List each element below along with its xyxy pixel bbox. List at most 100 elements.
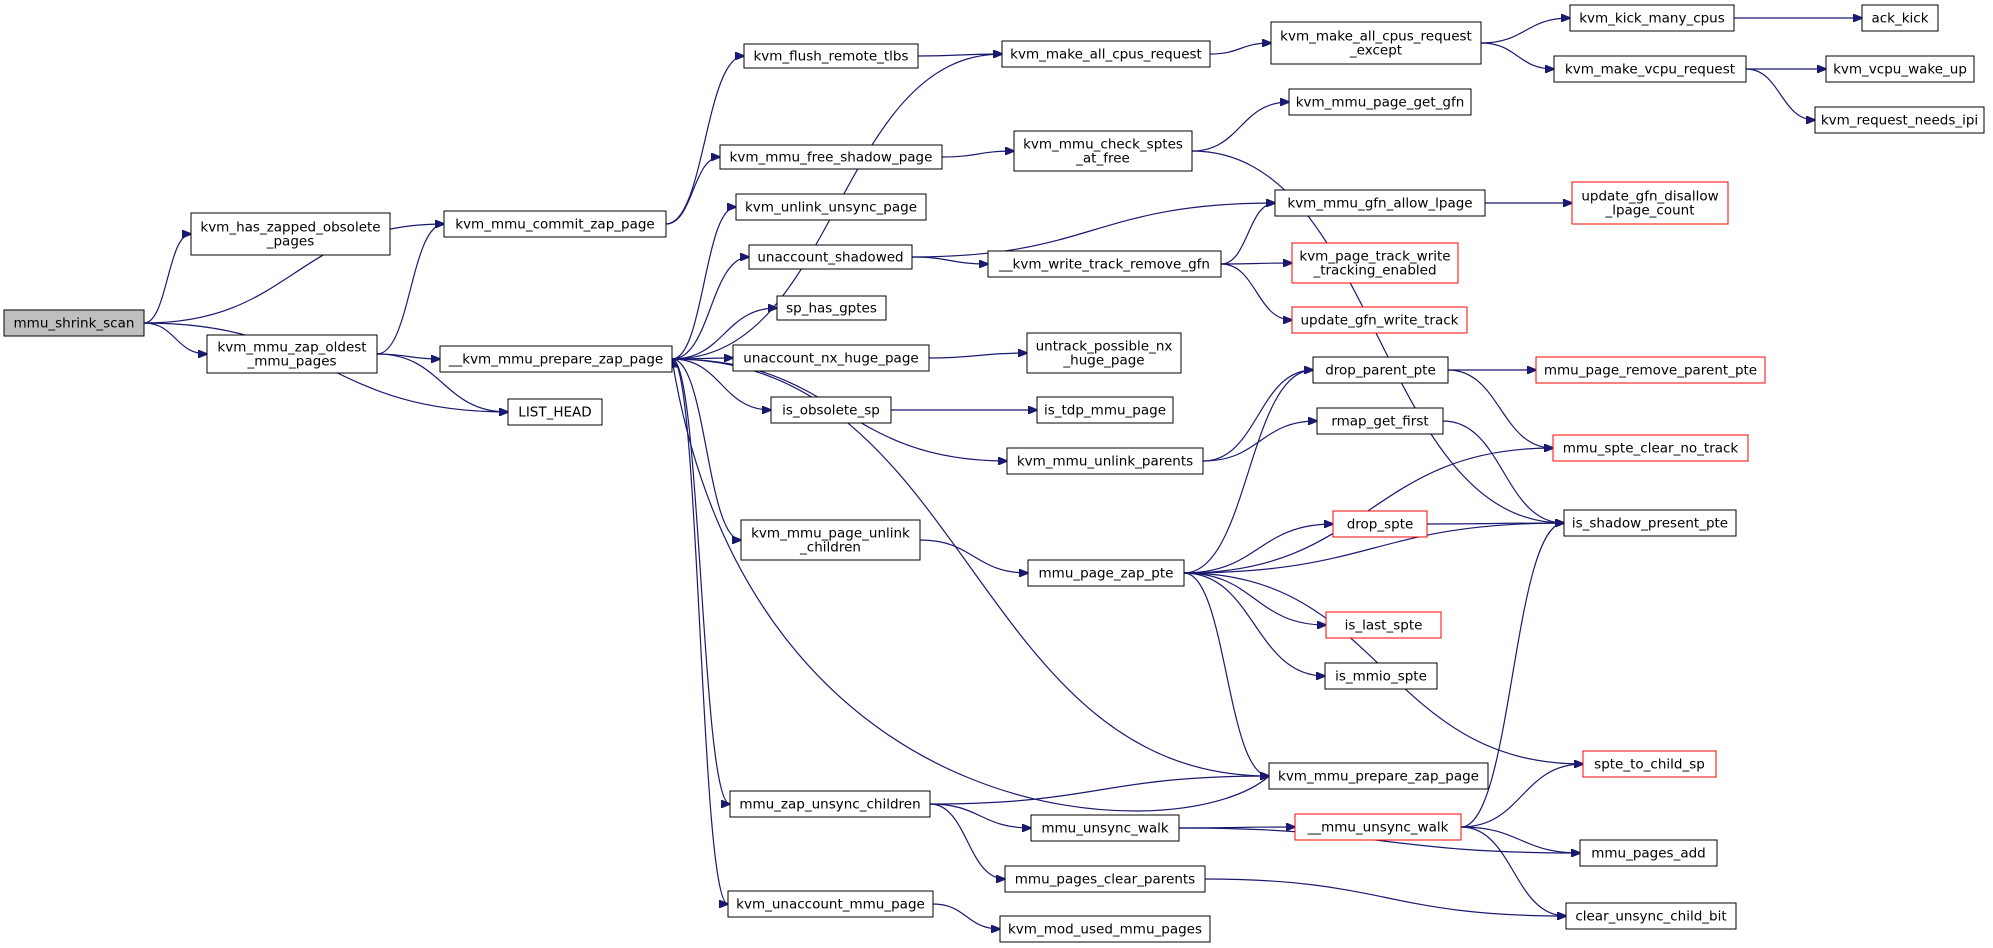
node-label: sp_has_gptes [786,301,877,317]
node-kvm_mmu_check_sptes_at_free[interactable]: kvm_mmu_check_sptes_at_free [1013,130,1193,172]
node-kvm_unlink_unsync_page[interactable]: kvm_unlink_unsync_page [735,193,927,221]
node-box [1563,509,1737,537]
node-unaccount_shadowed[interactable]: unaccount_shadowed [748,244,913,270]
node-box [1268,762,1489,790]
node-spte_to_child_sp[interactable]: spte_to_child_sp [1582,750,1717,778]
node-mmu_page_remove_parent_pte[interactable]: mmu_page_remove_parent_pte [1535,356,1766,384]
node-unaccount_nx_huge_page[interactable]: unaccount_nx_huge_page [732,344,930,372]
node-untrack_possible_nx_huge_page[interactable]: untrack_possible_nx_huge_page [1026,332,1182,374]
node-box [770,396,892,424]
node-kvm_make_vcpu_request[interactable]: kvm_make_vcpu_request [1553,55,1747,83]
node-mmu_pages_clear_parents[interactable]: mmu_pages_clear_parents [1004,865,1206,893]
node-is_shadow_present_pte[interactable]: is_shadow_present_pte [1563,509,1737,537]
node-label: unaccount_shadowed [757,250,903,266]
node-mmu_unsync_walk[interactable]: mmu_unsync_walk [1030,814,1180,842]
node-label: kvm_mmu_page_unlink [751,526,910,542]
node-label: kvm_flush_remote_tlbs [753,49,908,65]
node-sp_has_gptes[interactable]: sp_has_gptes [776,295,887,321]
node-box [3,309,145,337]
node-box [1030,814,1180,842]
node-label: _mmu_pages [246,354,336,370]
node-label: kvm_mmu_gfn_allow_lpage [1287,196,1472,212]
node-kvm_mmu_gfn_allow_lpage[interactable]: kvm_mmu_gfn_allow_lpage [1274,189,1486,217]
node-kvm_mmu_unlink_parents[interactable]: kvm_mmu_unlink_parents [1006,447,1204,475]
node-box [735,193,927,221]
node-kvm_page_track_write_tracking_enabled[interactable]: kvm_page_track_write_tracking_enabled [1291,242,1459,284]
node-drop_parent_pte[interactable]: drop_parent_pte [1312,356,1449,384]
node-kvm_mmu_commit_zap_page[interactable]: kvm_mmu_commit_zap_page [443,210,667,238]
node-box [1861,4,1939,32]
node-is_obsolete_sp[interactable]: is_obsolete_sp [770,396,892,424]
node-mmu_shrink_scan[interactable]: mmu_shrink_scan [3,309,145,337]
node-kvm_mmu_prepare_zap_page[interactable]: kvm_mmu_prepare_zap_page [1268,762,1489,790]
node-update_gfn_write_track[interactable]: update_gfn_write_track [1291,306,1468,334]
node-kvm_mmu_free_shadow_page[interactable]: kvm_mmu_free_shadow_page [719,144,943,170]
node-kvm_make_all_cpus_request_except[interactable]: kvm_make_all_cpus_request_except [1270,21,1482,65]
node-label: is_last_spte [1345,618,1423,634]
node-label: mmu_unsync_walk [1041,821,1169,837]
node-box [1294,813,1462,841]
edge-mmu_pages_clear_parents-to-clear_unsync_child_bit [1204,878,1566,916]
node-label: is_shadow_present_pte [1572,516,1728,532]
edge-mmu_page_zap_pte-to-drop_spte [1183,524,1333,574]
node-is_tdp_mmu_page[interactable]: is_tdp_mmu_page [1036,396,1174,424]
node-kvm_unaccount_mmu_page[interactable]: kvm_unaccount_mmu_page [727,890,934,918]
edge-mmu_page_zap_pte-to-is_shadow_present_pte [1183,523,1564,574]
edge-kvm_make_vcpu_request-to-kvm_request_needs_ipi [1745,68,1815,120]
node-box [1552,434,1749,462]
node-box [727,890,934,918]
node-label: kvm_make_all_cpus_request [1010,47,1202,63]
node-mmu_page_zap_pte[interactable]: mmu_page_zap_pte [1027,559,1185,587]
node-box [729,790,931,818]
node-label: mmu_pages_add [1591,846,1706,862]
node-LIST_HEAD[interactable]: LIST_HEAD [507,398,603,426]
edge-kvm_mmu_check_sptes_at_free-to-is_shadow_present_pte [1191,150,1564,523]
node-kvm_mmu_page_unlink_children[interactable]: kvm_mmu_page_unlink_children [740,519,921,561]
node-mmu_pages_add[interactable]: mmu_pages_add [1579,839,1718,867]
node-ack_kick[interactable]: ack_kick [1861,4,1939,32]
node-kvm_kick_many_cpus[interactable]: kvm_kick_many_cpus [1569,4,1735,32]
node-kvm_mmu_zap_oldest_mmu_pages[interactable]: kvm_mmu_zap_oldest_mmu_pages [206,334,378,374]
node-mmu_zap_unsync_children[interactable]: mmu_zap_unsync_children [729,790,931,818]
node-kvm_has_zapped_obsolete_pages[interactable]: kvm_has_zapped_obsolete_pages [190,212,391,256]
node-kvm_request_needs_ipi[interactable]: kvm_request_needs_ipi [1814,106,1985,134]
edge-__kvm_mmu_prepare_zap_page-to-mmu_zap_unsync_children [671,358,730,804]
node-drop_spte[interactable]: drop_spte [1332,510,1428,538]
edge-mmu_shrink_scan-to-kvm_mmu_zap_oldest_mmu_pages [143,322,207,354]
node-label: kvm_make_all_cpus_request [1280,29,1472,45]
node-kvm_flush_remote_tlbs[interactable]: kvm_flush_remote_tlbs [743,43,919,69]
node-box [1332,510,1428,538]
edge-kvm_make_all_cpus_request_except-to-kvm_kick_many_cpus [1480,18,1570,44]
node-is_last_spte[interactable]: is_last_spte [1325,611,1442,639]
edge-unaccount_nx_huge_page-to-untrack_possible_nx_huge_page [928,353,1027,359]
node-box [1814,106,1985,134]
edge-__kvm_write_track_remove_gfn-to-update_gfn_write_track [1220,263,1292,320]
node-kvm_mmu_page_get_gfn[interactable]: kvm_mmu_page_get_gfn [1288,88,1472,116]
node-label: kvm_mmu_unlink_parents [1017,454,1193,470]
edge-mmu_zap_unsync_children-to-mmu_unsync_walk [929,803,1031,828]
node-rmap_get_first[interactable]: rmap_get_first [1316,407,1444,435]
node-kvm_mod_used_mmu_pages[interactable]: kvm_mod_used_mmu_pages [999,915,1211,943]
node-box [1288,88,1472,116]
node-is_mmio_spte[interactable]: is_mmio_spte [1324,662,1438,690]
node-label: kvm_kick_many_cpus [1579,11,1725,27]
node-label: kvm_unaccount_mmu_page [736,897,925,913]
edge-drop_parent_pte-to-mmu_spte_clear_no_track [1447,369,1553,448]
node-kvm_vcpu_wake_up[interactable]: kvm_vcpu_wake_up [1825,55,1975,83]
node-__kvm_mmu_prepare_zap_page[interactable]: __kvm_mmu_prepare_zap_page [439,345,673,373]
node-mmu_spte_clear_no_track[interactable]: mmu_spte_clear_no_track [1552,434,1749,462]
node-clear_unsync_child_bit[interactable]: clear_unsync_child_bit [1565,902,1737,930]
node-kvm_make_all_cpus_request[interactable]: kvm_make_all_cpus_request [1001,40,1211,68]
node-__mmu_unsync_walk[interactable]: __mmu_unsync_walk [1294,813,1462,841]
edge-kvm_mmu_commit_zap_page-to-kvm_flush_remote_tlbs [665,56,744,225]
node-update_gfn_disallow_lpage_count[interactable]: update_gfn_disallow_lpage_count [1571,181,1729,225]
node-__kvm_write_track_remove_gfn[interactable]: __kvm_write_track_remove_gfn [987,250,1222,278]
node-box [1006,447,1204,475]
edge-kvm_make_all_cpus_request_except-to-kvm_make_vcpu_request [1480,42,1554,69]
node-box [1565,902,1737,930]
node-label: kvm_mmu_commit_zap_page [455,217,655,233]
node-box [1027,559,1185,587]
node-label: mmu_page_zap_pte [1039,566,1174,582]
node-box [1324,662,1438,690]
node-label: unaccount_nx_huge_page [743,351,918,367]
